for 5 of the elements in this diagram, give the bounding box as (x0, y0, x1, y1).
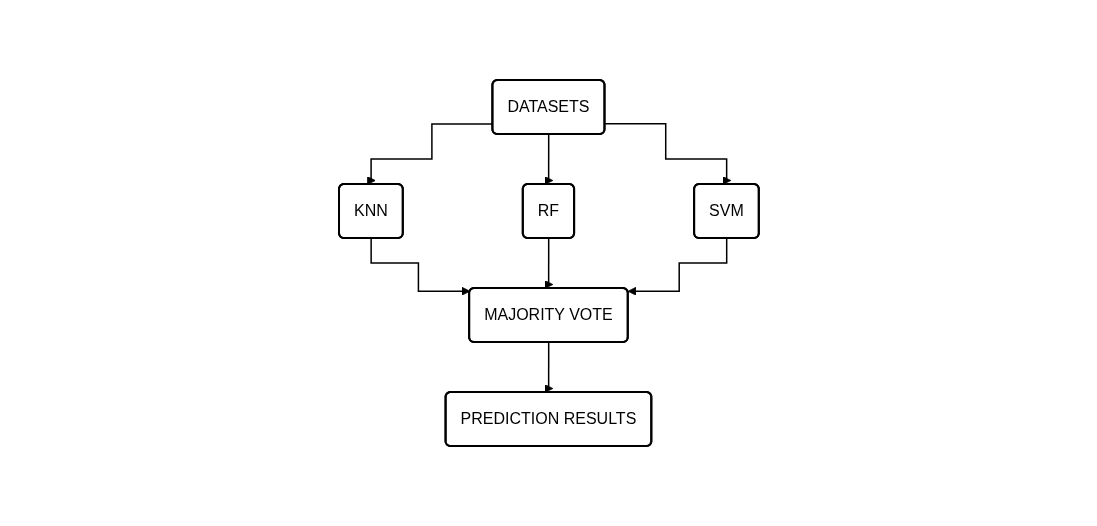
arrow (544, 341, 553, 393)
arrow (370, 237, 470, 296)
arrow (627, 237, 728, 296)
arrow (544, 237, 553, 289)
arrow (544, 133, 553, 185)
